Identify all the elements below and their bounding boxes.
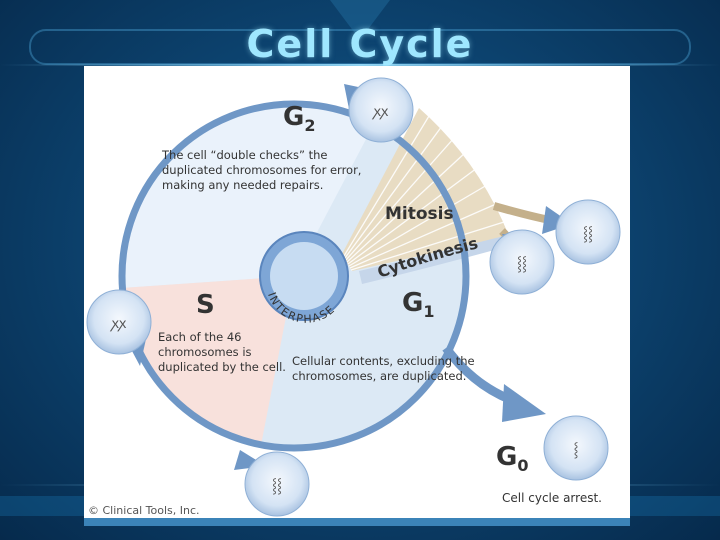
s-description: Each of the 46 chromosomes is duplicated…	[158, 330, 286, 374]
g0-heading: G0	[496, 442, 529, 476]
svg-text:⸾: ⸾	[573, 442, 578, 459]
cell-s: ꭗꭗ	[86, 289, 152, 355]
slide-title: Cell Cycle	[246, 22, 474, 66]
g1-heading: G1	[402, 288, 435, 322]
g1-description: Cellular contents, excluding the chromos…	[292, 354, 475, 383]
g2-description: The cell “double checks” the duplicated …	[162, 148, 362, 192]
cell-mitosis-top: ⸾⸾	[555, 199, 621, 265]
cell-bottom: ⸾⸾	[244, 451, 310, 517]
nucleus	[270, 242, 338, 310]
mitosis-stripes	[343, 115, 505, 271]
cell-cycle-diagram: ꭗꭗ ⸾⸾ ⸾⸾ ꭗꭗ ⸾⸾ ⸾ Cytokinesis INT	[84, 66, 630, 520]
svg-text:ꭗꭗ: ꭗꭗ	[372, 104, 389, 120]
s-region	[122, 276, 294, 445]
panel-bottom-bar	[84, 518, 630, 526]
svg-text:⸾⸾: ⸾⸾	[583, 226, 593, 243]
svg-text:ꭗꭗ: ꭗꭗ	[110, 316, 127, 332]
cell-g0: ⸾	[543, 415, 609, 481]
svg-text:⸾⸾: ⸾⸾	[272, 478, 282, 495]
arrow-head-mitosis-top	[542, 206, 572, 234]
cell-mitosis-bottom: ⸾⸾	[489, 229, 555, 295]
svg-text:⸾⸾: ⸾⸾	[517, 256, 527, 273]
cell-g2: ꭗꭗ	[348, 77, 414, 143]
cycle-ring	[118, 100, 470, 452]
mitosis-label: Mitosis	[385, 204, 454, 224]
g2-heading: G2	[283, 102, 316, 136]
s-heading: S	[196, 290, 215, 320]
arrow-head-g0	[502, 384, 546, 422]
copyright: © Clinical Tools, Inc.	[88, 504, 200, 517]
cytokinesis-band	[359, 236, 509, 284]
g0-description: Cell cycle arrest.	[502, 491, 602, 505]
